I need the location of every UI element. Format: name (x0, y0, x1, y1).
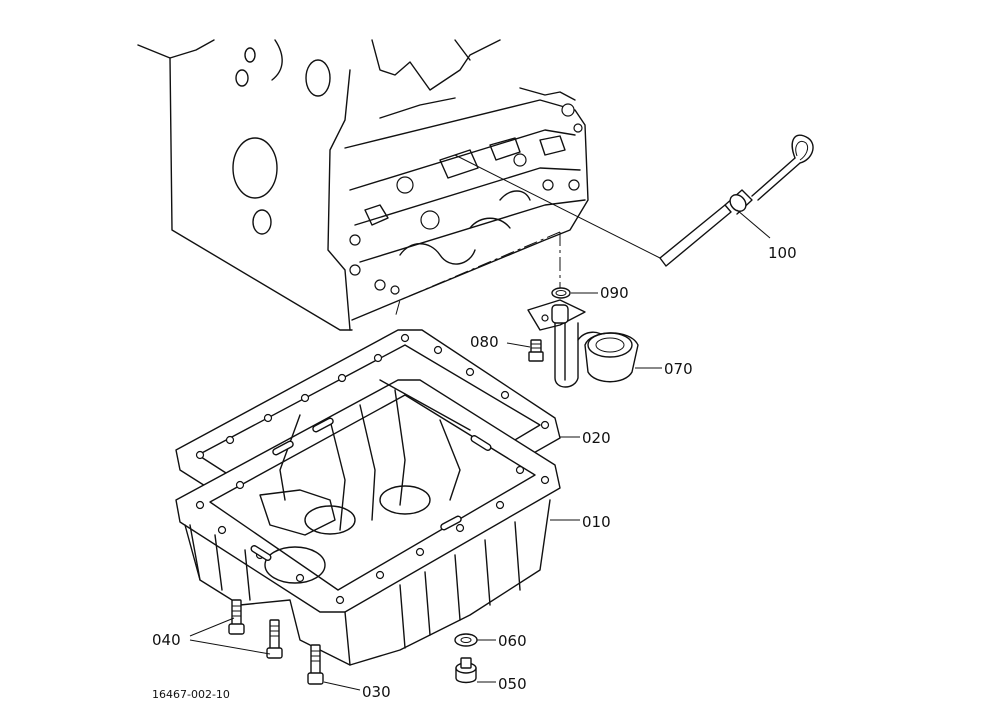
bolts-040 (228, 599, 283, 659)
engine-block (137, 39, 589, 331)
callout-070: 070 (664, 360, 693, 378)
leader-lines (189, 209, 771, 691)
bolt-030 (307, 644, 324, 685)
callout-040: 040 (152, 631, 181, 649)
callout-050: 050 (498, 675, 527, 693)
callout-020: 020 (582, 429, 611, 447)
drain-plug-050 (455, 657, 477, 684)
callout-010: 010 (582, 513, 611, 531)
oil-strainer (527, 299, 639, 388)
washer-060 (454, 633, 478, 647)
drawing-number: 16467-002-10 (152, 688, 230, 701)
o-ring (551, 287, 571, 299)
callout-100: 100 (768, 244, 797, 262)
bolt-080 (528, 339, 544, 362)
oil-pan (175, 379, 561, 666)
dipstick (454, 134, 814, 267)
callout-090: 090 (600, 284, 629, 302)
callout-080: 080 (470, 333, 499, 351)
callout-030: 030 (362, 683, 391, 701)
callout-labels: 100 090 080 070 020 010 040 060 050 030 (152, 244, 797, 701)
callout-060: 060 (498, 632, 527, 650)
